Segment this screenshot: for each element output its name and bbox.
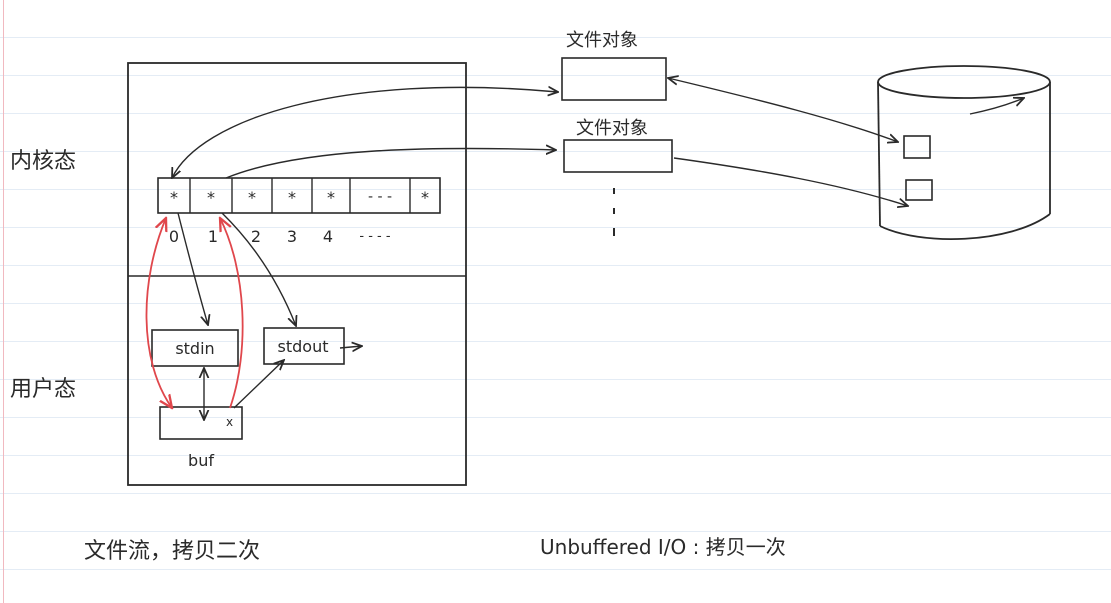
file-object-2-box — [563, 139, 673, 173]
stdout-box — [263, 327, 345, 365]
file-object-1-box — [561, 57, 667, 101]
fd-index-0: 0 — [169, 227, 179, 246]
fd-cell-0: * — [170, 188, 178, 207]
fd-index-1: 1 — [208, 227, 218, 246]
fileobj1-disk-arrow — [668, 78, 898, 142]
stdin-label: stdin — [175, 339, 214, 358]
fd-index-4: 4 — [323, 227, 333, 246]
fd-index-ellipsis: - - - - — [359, 229, 390, 244]
fd-cell-2: * — [248, 188, 256, 207]
file-object-2-label: 文件对象 — [576, 118, 648, 139]
fd-cell-6: * — [421, 188, 429, 207]
fileobj2-disk-arrow — [673, 157, 908, 206]
fd1-stdout-arrow — [221, 212, 296, 326]
buf-stdout-arrow — [233, 360, 284, 409]
red-copy-arrow-out — [220, 218, 244, 409]
fd-cell-1: * — [207, 188, 215, 207]
disk-cylinder — [877, 65, 1051, 241]
fd-table: * * * * * - - - * 0 1 2 3 4 - - - - — [157, 177, 441, 246]
fd-index-2: 2 — [251, 227, 261, 246]
disk-block-1 — [903, 135, 931, 159]
fd0-stdin-arrow — [177, 212, 208, 325]
red-copy-arrow-in — [145, 218, 172, 408]
process-box — [127, 62, 467, 486]
fd1-fileobj-arrow — [225, 148, 556, 179]
disk-block-2 — [905, 179, 933, 201]
fd-table-frame — [157, 177, 441, 214]
file-object-1-label: 文件对象 — [566, 30, 638, 51]
stdout-out-arrow — [339, 346, 362, 348]
kernel-mode-label: 内核态 — [10, 149, 76, 174]
disk-inner-arrow — [969, 98, 1024, 115]
fd-cell-ellipsis: - - - — [368, 189, 392, 205]
fd-index-3: 3 — [287, 227, 297, 246]
buf-mark: x — [226, 415, 233, 429]
user-mode-label: 用户态 — [10, 377, 76, 402]
stdin-box — [151, 329, 239, 367]
buf-label: buf — [188, 451, 214, 470]
fd-cell-3: * — [288, 188, 296, 207]
stdout-label: stdout — [278, 337, 329, 356]
fd-cell-4: * — [327, 188, 335, 207]
caption-right: Unbuffered I/O : 拷贝一次 — [540, 535, 786, 559]
notebook-margin-line — [3, 0, 4, 603]
fd0-fileobj-arrow — [172, 87, 558, 178]
caption-left: 文件流，拷贝二次 — [84, 539, 260, 564]
